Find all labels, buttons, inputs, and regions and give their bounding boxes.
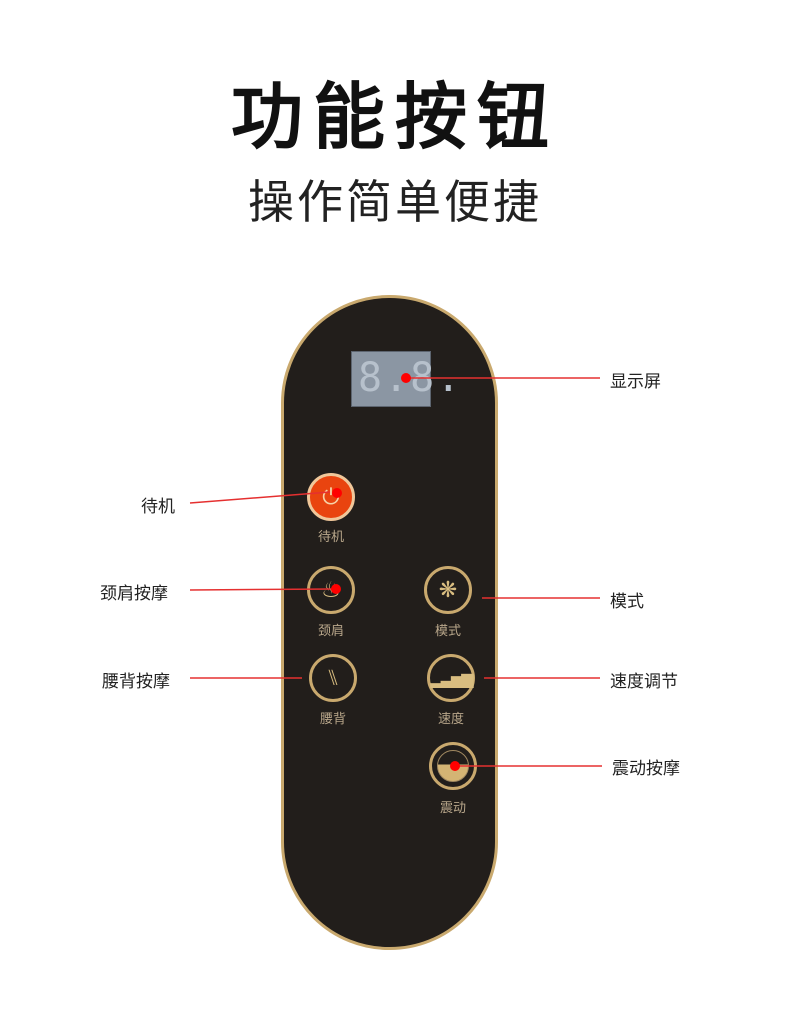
speed-label: 速度: [437, 712, 464, 727]
mode-button[interactable]: ❋: [424, 566, 472, 614]
back-massage-icon: ⑊: [326, 665, 340, 691]
power-pointer-line: [189, 491, 331, 504]
vibration-label: 震动: [439, 801, 466, 816]
neck-label: 颈肩: [317, 624, 344, 639]
callout-vibration: 震动按摩: [612, 759, 680, 779]
signal-bars-icon: ▂▃▅▆: [430, 668, 473, 688]
speed-button[interactable]: ▂▃▅▆: [427, 654, 475, 702]
page-title: 功能按钮: [230, 75, 559, 159]
mode-label: 模式: [434, 624, 461, 639]
callout-speed: 速度调节: [610, 672, 678, 692]
flower-icon: ❋: [438, 577, 458, 603]
neck-pointer-line: [189, 588, 337, 591]
power-pointer-dot: [332, 488, 342, 498]
callout-display: 显示屏: [610, 372, 661, 392]
lumbar-button[interactable]: ⑊: [309, 654, 357, 702]
callout-neck: 颈肩按摩: [100, 584, 168, 604]
neck-button[interactable]: ♨: [307, 566, 355, 614]
power-label: 待机: [317, 530, 344, 545]
callout-power: 待机: [141, 497, 175, 517]
display-screen: 8.8.: [351, 351, 460, 407]
neck-pointer-dot: [331, 584, 341, 594]
callout-lumbar: 腰背按摩: [102, 672, 170, 692]
lumbar-label: 腰背: [319, 712, 346, 727]
callout-mode: 模式: [610, 592, 644, 612]
neck-massage-icon: ♨: [321, 577, 341, 603]
display-pointer-dot: [401, 373, 411, 383]
page-subtitle: 操作简单便捷: [248, 175, 542, 229]
vibration-pointer-dot: [450, 761, 460, 771]
